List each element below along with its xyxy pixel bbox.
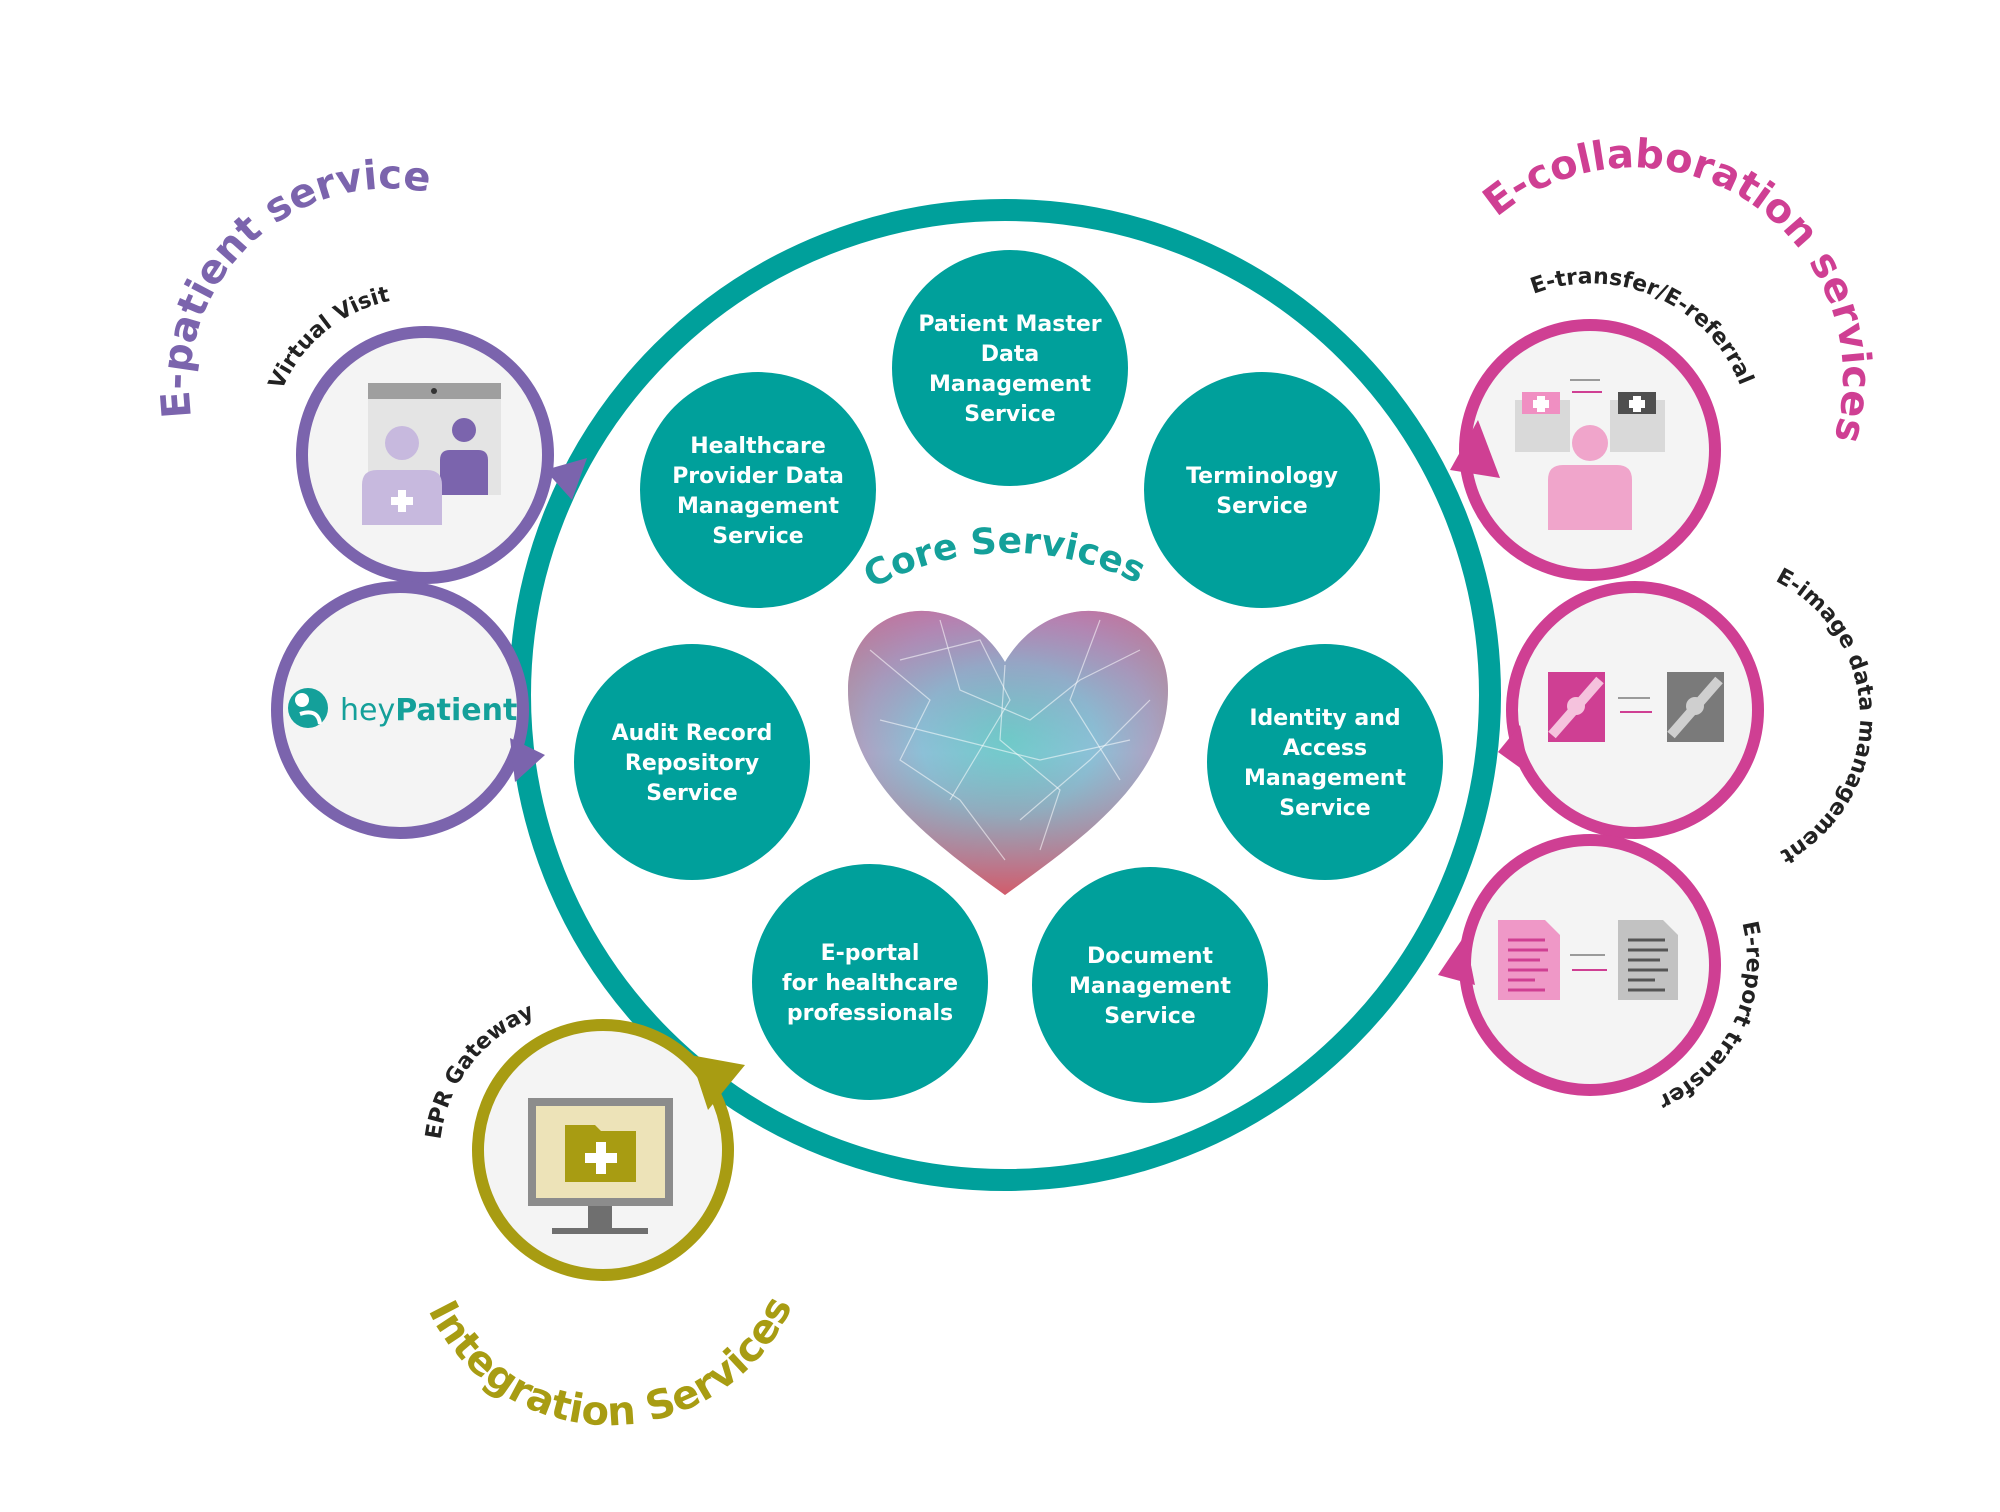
core-service-circle bbox=[1207, 644, 1443, 880]
core-service-circle bbox=[892, 250, 1128, 486]
core-service-label: Management bbox=[1244, 766, 1406, 791]
core-service-label: Data bbox=[981, 342, 1039, 367]
core-service-label: Service bbox=[1104, 1004, 1195, 1029]
arrow-icon bbox=[690, 1055, 745, 1110]
svg-text:heyPatient: heyPatient bbox=[340, 693, 517, 728]
core-service-label: Patient Master bbox=[918, 312, 1101, 337]
core-service-label: Service bbox=[712, 524, 803, 549]
core-service-label: Service bbox=[646, 781, 737, 806]
hospital-transfer-icon bbox=[1515, 379, 1665, 530]
core-service-circle bbox=[1144, 372, 1380, 608]
brand-patient: Patient bbox=[395, 693, 517, 728]
core-service-circle bbox=[640, 372, 876, 608]
core-service-label: Service bbox=[964, 402, 1055, 427]
core-service-e-portal[interactable]: E-portal for healthcare professionals bbox=[752, 864, 988, 1100]
virtual-visit-node[interactable] bbox=[296, 326, 587, 584]
core-service-label: Access bbox=[1283, 736, 1367, 761]
core-service-label: Identity and bbox=[1249, 706, 1400, 731]
core-service-label: Management bbox=[929, 372, 1091, 397]
arrow-icon bbox=[1450, 420, 1500, 478]
core-service-circle bbox=[574, 644, 810, 880]
e-transfer-node[interactable] bbox=[1450, 319, 1721, 581]
e-image-label: E-image data management bbox=[1772, 564, 1879, 869]
e-image-node[interactable] bbox=[1498, 581, 1764, 839]
heypatient-node[interactable]: heyPatient bbox=[271, 581, 545, 839]
arrow-icon bbox=[1498, 725, 1530, 775]
monitor-folder-icon bbox=[528, 1098, 673, 1234]
epr-gateway-node[interactable] bbox=[472, 1019, 745, 1281]
arrow-icon bbox=[545, 458, 587, 500]
core-service-label: E-portal bbox=[821, 941, 920, 966]
core-service-circle bbox=[752, 864, 988, 1100]
core-service-label: Healthcare bbox=[690, 434, 826, 459]
core-services: Patient MasterDataManagementServiceTermi… bbox=[574, 250, 1443, 1103]
core-service-label: Service bbox=[1279, 796, 1370, 821]
heart-network-icon bbox=[848, 610, 1168, 895]
e-report-node[interactable] bbox=[1438, 834, 1721, 1096]
core-service-label: Management bbox=[677, 494, 839, 519]
heypatient-logo: heyPatient bbox=[288, 688, 517, 728]
core-service-label: Provider Data bbox=[672, 464, 844, 489]
arrow-icon bbox=[1438, 935, 1475, 985]
core-service-label: Terminology bbox=[1186, 464, 1338, 489]
video-call-icon bbox=[362, 383, 501, 525]
core-service-circle bbox=[1032, 867, 1268, 1103]
core-service-label: Audit Record bbox=[612, 721, 773, 746]
core-service-label: Document bbox=[1087, 944, 1214, 969]
arrow-icon bbox=[510, 738, 545, 782]
core-service-label: professionals bbox=[787, 1001, 953, 1026]
document-exchange-icon bbox=[1498, 920, 1678, 1000]
core-service-label: Service bbox=[1216, 494, 1307, 519]
core-service-label: for healthcare bbox=[782, 971, 958, 996]
image-exchange-icon bbox=[1548, 672, 1724, 742]
core-service-label: Repository bbox=[625, 751, 759, 776]
core-service-label: Management bbox=[1069, 974, 1231, 999]
integration-services-title: Integration Services bbox=[419, 1289, 802, 1436]
brand-hey: hey bbox=[340, 693, 395, 728]
